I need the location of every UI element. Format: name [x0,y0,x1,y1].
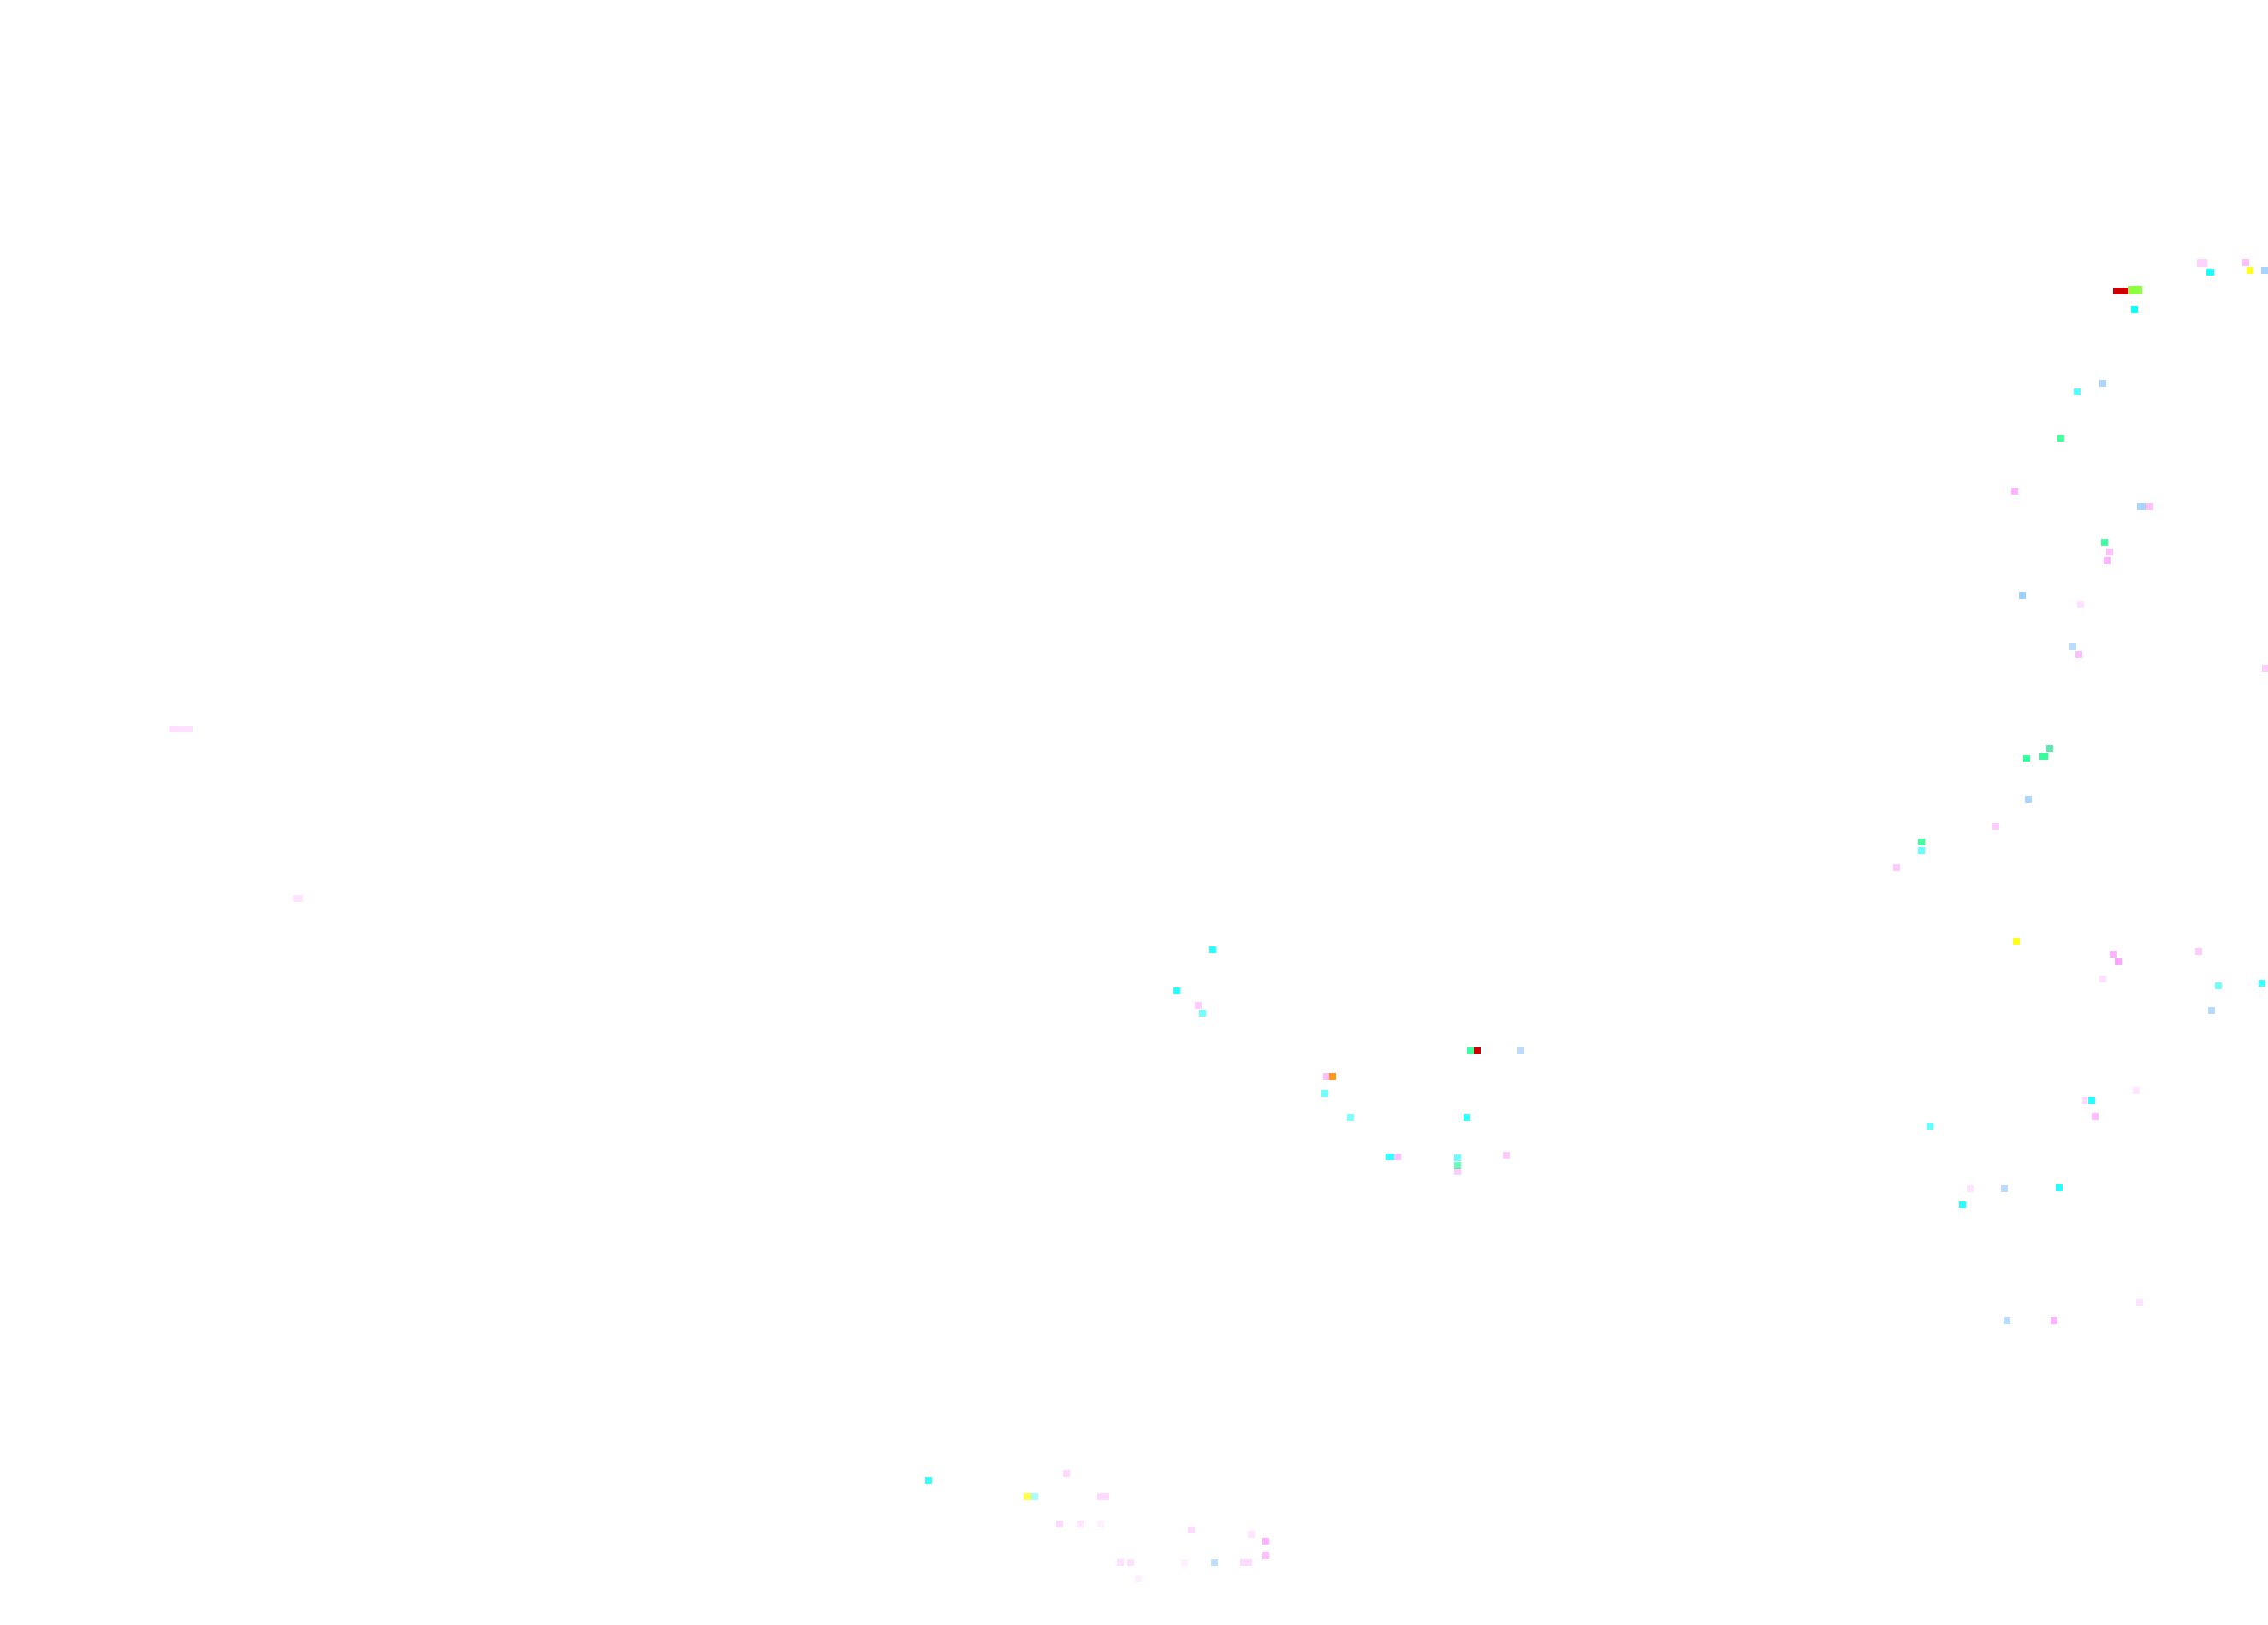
color-speck [1199,1010,1206,1017]
color-speck [2215,982,2222,989]
color-speck [2208,1007,2215,1014]
color-speck [1077,1521,1084,1527]
color-speck [2057,435,2064,442]
color-speck [2039,753,2048,760]
color-speck [1323,1073,1330,1080]
color-speck [1992,823,1999,830]
color-speck [1262,1538,1269,1545]
color-speck [2011,488,2018,495]
color-speck [2082,1097,2087,1104]
color-speck [2104,557,2111,564]
color-speck [2004,1317,2010,1324]
color-speck [2247,267,2253,274]
color-speck [2088,1097,2095,1104]
color-speck [169,726,193,732]
color-speck [2056,1184,2063,1191]
color-speck [1454,1168,1461,1175]
color-speck [1135,1575,1142,1582]
color-speck [2136,1299,2143,1306]
color-speck [2259,980,2265,987]
color-speck [1321,1090,1328,1097]
color-speck [293,895,303,902]
color-speck [1248,1531,1255,1538]
color-speck [2092,1113,2099,1120]
color-speck [1918,847,1925,854]
color-speck [2137,503,2146,510]
color-speck [1959,1201,1966,1208]
color-speck [2025,796,2032,803]
color-speck [1031,1493,1038,1500]
color-speck [1211,1559,1218,1566]
color-speck [1967,1185,1974,1192]
color-speck [2099,380,2106,387]
color-speck [2101,539,2108,546]
color-speck [2197,259,2207,267]
color-speck [1329,1073,1336,1080]
color-speck [2074,388,2081,395]
color-speck [1262,1552,1269,1559]
color-speck [2046,745,2053,752]
color-speck [2019,592,2026,599]
color-speck [925,1477,932,1484]
color-speck [1347,1114,1354,1121]
color-speck [1181,1559,1188,1566]
color-speck [2195,948,2202,955]
color-speck [2077,601,2084,608]
color-speck [2262,665,2268,672]
color-speck [1918,839,1925,845]
color-speck [2001,1185,2008,1192]
color-speck [1503,1152,1510,1159]
color-speck [1517,1047,1524,1054]
color-speck [2113,288,2121,294]
color-speck [2261,267,2268,274]
color-speck [2023,755,2030,762]
color-speck [1927,1123,1933,1130]
color-speck [1474,1047,1481,1054]
color-speck [1063,1470,1070,1477]
color-speck [1173,987,1180,994]
color-speck [2099,976,2106,982]
color-speck [2133,1087,2140,1094]
color-speck [1394,1154,1401,1160]
color-speck [2242,259,2249,266]
color-speck [1127,1559,1134,1566]
color-speck [2146,503,2153,510]
color-speck [2131,306,2138,313]
color-speck [1454,1162,1461,1169]
color-speck [1024,1493,1031,1500]
color-speck [1097,1493,1109,1500]
color-speck [2106,549,2113,555]
color-speck [1195,1002,1202,1009]
color-speck [2013,938,2020,945]
color-speck [1464,1114,1470,1121]
color-speck [2069,643,2076,650]
color-speck [2115,958,2122,965]
color-speck [1097,1521,1104,1527]
color-speck [1209,946,1216,953]
color-speck [1893,864,1900,871]
color-speck [2051,1317,2057,1324]
color-speck [1240,1559,1252,1566]
color-speck [1467,1047,1474,1054]
color-speck [2121,288,2128,294]
color-speck [2075,651,2082,658]
color-speck [1386,1154,1394,1160]
color-speck [1454,1154,1461,1161]
color-speck [1117,1559,1124,1566]
color-speck [2206,269,2214,276]
color-speck [2110,951,2117,958]
color-speck [1188,1527,1195,1533]
color-speck [1056,1521,1063,1527]
color-speck [2128,286,2142,294]
